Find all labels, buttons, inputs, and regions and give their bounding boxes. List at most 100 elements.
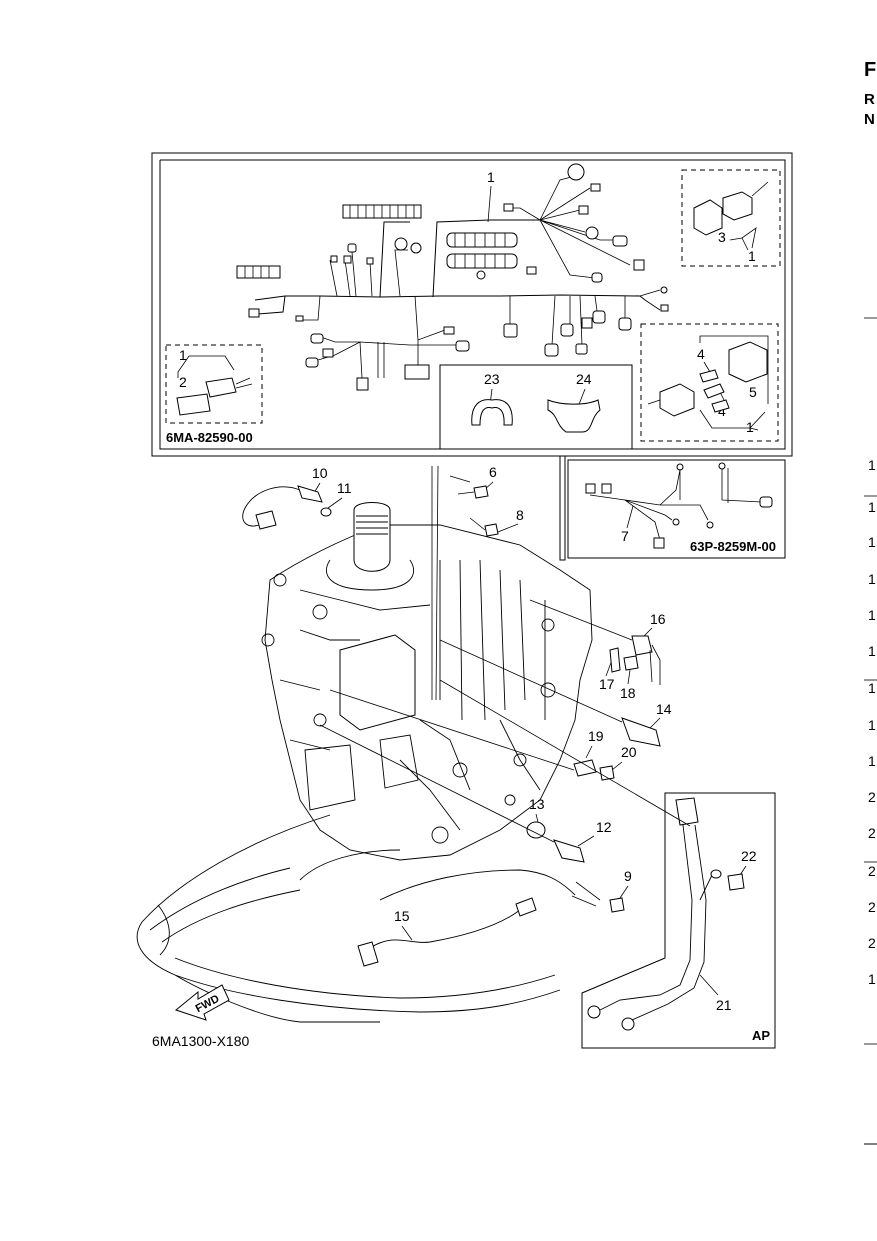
harness-branch [317,335,460,379]
alignment-line [439,639,623,723]
connector-small [366,257,374,265]
bracket-19 [573,759,597,777]
connector-small [585,483,596,494]
leader-line [327,497,343,509]
callout-9: 9 [624,868,632,884]
connector-small [310,333,324,344]
terminal-ring [587,1005,601,1019]
callout-10: 10 [312,465,328,481]
connector-small [503,203,514,212]
leader-line [611,761,623,771]
engine-boss [313,713,327,727]
bolt-9-detail [571,881,601,907]
engine-boss [541,618,555,632]
callout-23: 21 [716,997,732,1013]
connector-small [330,255,338,263]
connector-block [236,265,281,279]
terminal-ring [718,462,726,470]
leader-line [699,335,769,431]
edge-letter: N [864,111,875,128]
connector-pins [244,266,270,278]
edge-number: 1 [868,680,876,696]
callout-1: 1 [487,169,495,185]
engine-boss [504,794,516,806]
cowling-outline [136,814,576,1023]
engine-boss [452,762,468,778]
edge-number: 1 [868,643,876,659]
callout-11: 11 [337,480,352,496]
edge-number: 1 [868,499,876,515]
connector-small [560,323,574,337]
sensor-14 [621,717,661,747]
harness-branch [379,219,540,298]
bolt-6 [473,485,489,499]
callout-2: 2 [179,374,187,390]
terminal-ring [672,518,680,526]
engine-block-detail [279,559,546,831]
clamp-21 [471,399,513,426]
connector-small [612,235,628,247]
engine-flange [325,559,415,591]
connector-round [476,270,486,280]
bolt-8-shank [469,517,486,531]
bolt-6-shank [449,475,475,495]
connector-small [356,377,369,391]
lead-15-sensor [357,941,379,967]
engine-block [264,524,593,861]
subinset-top-right [681,169,781,267]
engine-illustration: FWD 10 11 6 [136,464,672,1023]
connector-small [322,348,334,358]
wire [647,399,661,405]
crankshaft-top [353,502,391,572]
edge-number: 1 [868,457,876,473]
connector-leads [377,342,385,378]
engine-boss [513,753,527,767]
edge-number: 2 [868,935,876,951]
alignment-line [439,679,691,827]
leader-line [729,227,757,251]
connector-small [601,483,612,494]
lead-part-code: 63P-8259M-00 [690,539,776,554]
lead-15 [369,909,521,949]
coupler-part [176,393,211,416]
callout-17: 17 [599,676,615,692]
leader-line [643,627,653,637]
connector-small [343,255,352,264]
edge-letter: F [864,59,876,81]
ignition-coils [304,734,419,811]
lead-wire [589,468,763,541]
subinset-left [165,344,263,424]
connector-small [544,343,559,357]
coupler-part [205,377,237,398]
connector-double [446,253,518,269]
edge-number: 2 [868,825,876,841]
connector-small [295,315,304,322]
connector-pins [349,205,415,218]
sensor-10-body [297,485,323,503]
leader-line [535,813,539,823]
connector-small [526,266,537,275]
harness-frame [151,152,793,561]
callout-13: 13 [529,796,545,812]
lead-inset-frame [567,459,786,559]
callout-21: 23 [484,371,500,387]
battery-lead-23 [599,824,713,1021]
connector-small [653,537,665,549]
edge-number: 1 [868,971,876,987]
connector-pins [454,233,506,268]
connector-small [618,317,632,331]
sensor-10-cable [242,486,301,527]
edge-number: 1 [868,571,876,587]
terminal-part [703,383,725,399]
wire [235,377,253,389]
sensor-16-lead [529,599,661,685]
callout-3: 3 [718,229,726,245]
connector-block [404,364,430,380]
connector-double [446,232,518,248]
terminal-ring [676,463,684,471]
bracket-17 [609,647,621,673]
cowling-rim [149,867,556,999]
subinset-lower-right [640,323,779,442]
terminal-cap [675,797,699,826]
connector-round [585,226,599,240]
